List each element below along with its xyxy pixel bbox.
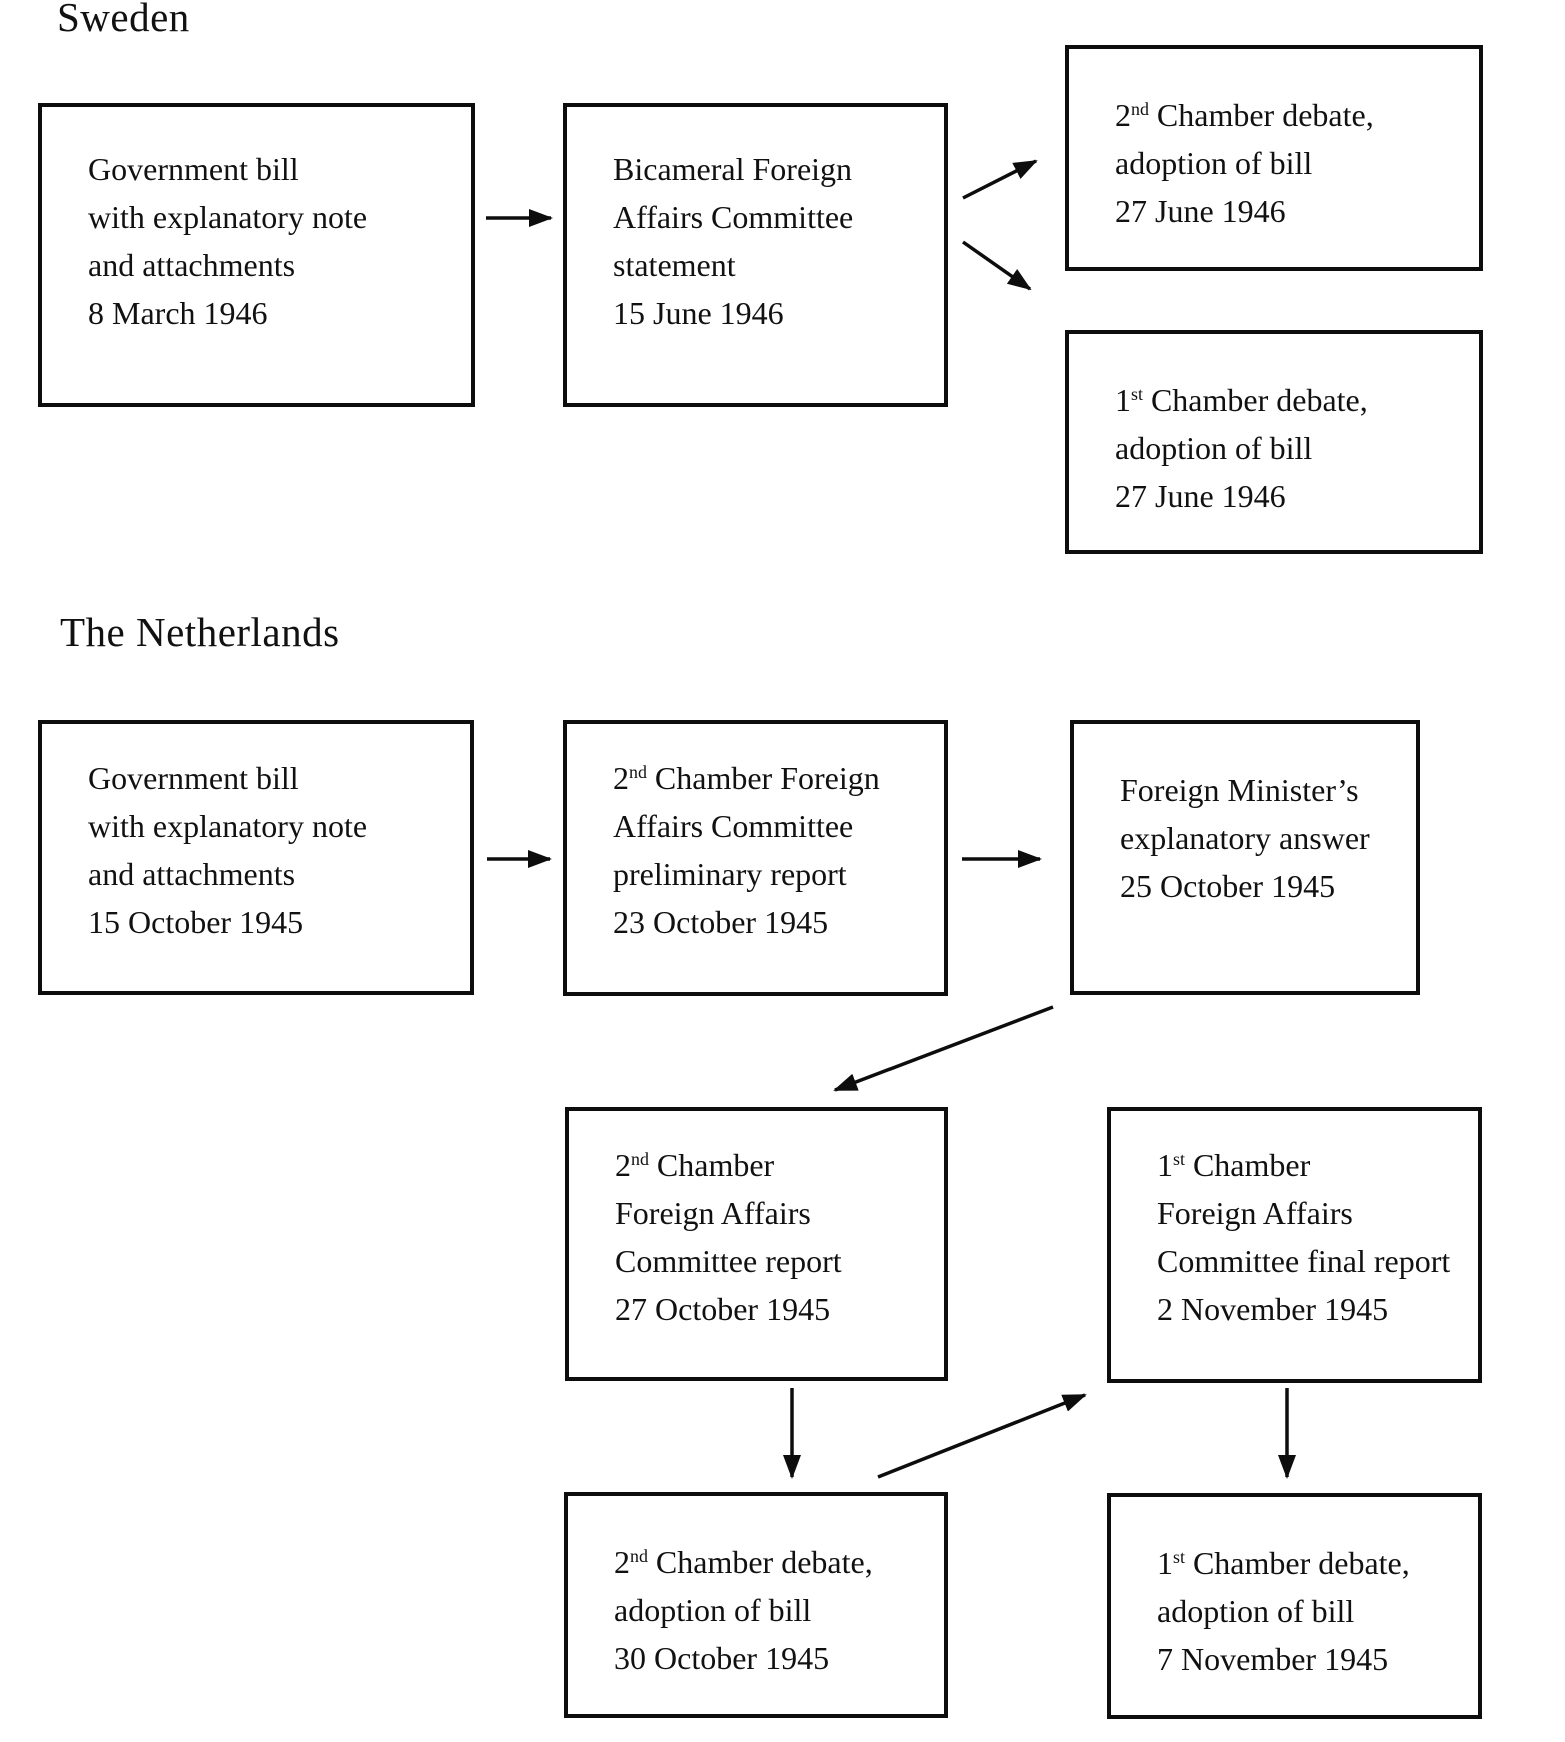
box-text-line: Committee report (615, 1243, 842, 1279)
box-text-line: statement (613, 247, 736, 283)
flow-box-netherlands-minister-answer: Foreign Minister’s explanatory answer 25 O… (1070, 720, 1420, 995)
box-text-line: Committee final report (1157, 1243, 1451, 1279)
box-text-line: 1st Chamber (1157, 1147, 1311, 1183)
box-text-line: 1st Chamber debate, (1115, 382, 1368, 418)
box-text-line: and attachments (88, 856, 296, 892)
box-text-line: 30 October 1945 (614, 1640, 830, 1676)
box-text-line: 2nd Chamber Foreign (613, 760, 880, 796)
ordinal-superscript: nd (1131, 98, 1149, 119)
box-text-line: adoption of bill (1157, 1593, 1355, 1629)
box-text-line: 27 October 1945 (615, 1291, 831, 1327)
box-text-line: 25 October 1945 (1120, 868, 1336, 904)
ordinal-superscript: nd (630, 1545, 648, 1566)
box-text-line: with explanatory note (88, 199, 368, 235)
box-text-line: 27 June 1946 (1115, 478, 1286, 514)
box-text-line: preliminary report (613, 856, 847, 892)
box-text-line: 1st Chamber debate, (1157, 1545, 1410, 1581)
flow-box-netherlands-government-bill: Government bill with explanatory note and … (38, 720, 474, 995)
box-text-line: adoption of bill (1115, 145, 1313, 181)
box-text-line: 7 November 1945 (1157, 1641, 1389, 1677)
box-text-line: Bicameral Foreign (613, 151, 853, 187)
ordinal-superscript: st (1173, 1148, 1185, 1169)
box-text-line: explanatory answer (1120, 820, 1370, 856)
box-text-line: 23 October 1945 (613, 904, 829, 940)
ordinal-superscript: nd (631, 1148, 649, 1169)
flow-box-sweden-1st-chamber-debate: 1st Chamber debate, adoption of bill 27 Ju… (1065, 330, 1483, 554)
box-text-line: adoption of bill (614, 1592, 812, 1628)
box-text-line: 15 October 1945 (88, 904, 304, 940)
box-text-line: Government bill (88, 151, 299, 187)
arrow-se-committee-to-1st-chamber (961, 240, 1032, 291)
flow-box-sweden-government-bill: Government bill with explanatory note and … (38, 103, 475, 407)
section-title-netherlands: The Netherlands (60, 609, 340, 655)
box-text-line: 2nd Chamber (615, 1147, 775, 1183)
box-text-line: Affairs Committee (613, 808, 854, 844)
arrow-nl-minister-answer-to-committee-report (833, 1005, 1054, 1092)
box-text-line: and attachments (88, 247, 296, 283)
box-text-line: adoption of bill (1115, 430, 1313, 466)
flow-box-netherlands-1st-chamber-debate: 1st Chamber debate, adoption of bill 7 Nov… (1107, 1493, 1482, 1719)
box-text-line: with explanatory note (88, 808, 368, 844)
box-text-line: Affairs Committee (613, 199, 854, 235)
ordinal-superscript: st (1173, 1546, 1185, 1567)
section-title-sweden: Sweden (57, 0, 190, 40)
box-text-line: 27 June 1946 (1115, 193, 1286, 229)
box-text-line: Foreign Affairs (1157, 1195, 1353, 1231)
box-text-line: 2nd Chamber debate, (614, 1544, 873, 1580)
box-text-line: Foreign Minister’s (1120, 772, 1359, 808)
arrow-nl-to-final-report (877, 1393, 1087, 1479)
box-text-line: 8 March 1946 (88, 295, 268, 331)
flow-box-netherlands-2nd-chamber-debate: 2nd Chamber debate, adoption of bill 30 Oc… (564, 1492, 948, 1718)
arrow-se-committee-to-2nd-chamber (962, 159, 1038, 200)
box-text-line: 2 November 1945 (1157, 1291, 1389, 1327)
box-text-line: Government bill (88, 760, 299, 796)
box-text-line: 2nd Chamber debate, (1115, 97, 1374, 133)
flow-box-sweden-2nd-chamber-debate: 2nd Chamber debate, adoption of bill 27 Ju… (1065, 45, 1483, 271)
ordinal-superscript: nd (629, 761, 647, 782)
box-text-line: 15 June 1946 (613, 295, 784, 331)
box-text-line: Foreign Affairs (615, 1195, 811, 1231)
ordinal-superscript: st (1131, 383, 1143, 404)
